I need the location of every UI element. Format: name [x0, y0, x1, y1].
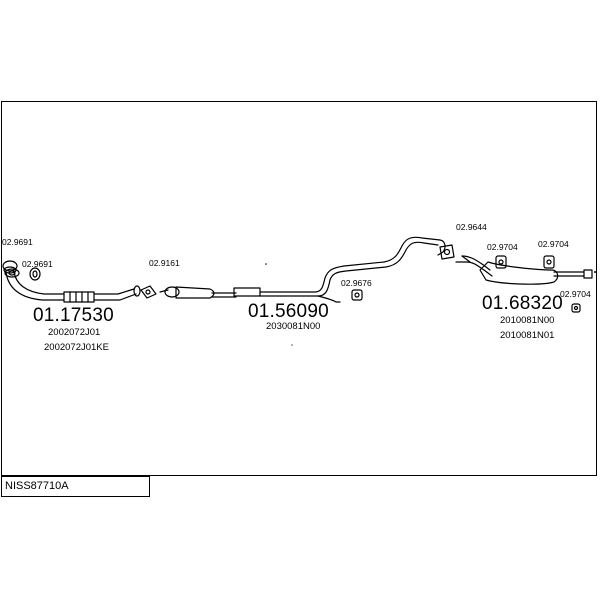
accessory-label: 02.9704: [487, 242, 518, 252]
part-reference: 2010081N00: [500, 315, 555, 326]
diagram-id: NISS87710A: [1, 476, 150, 497]
hanger-02-9704-b: [543, 255, 555, 269]
gasket-02-9161: [140, 285, 157, 299]
hanger-02-9676: [351, 289, 363, 301]
intermediate-pipe-drawing: [233, 236, 446, 303]
accessory-label: 02.9704: [560, 289, 591, 299]
part-number: 01.56090: [248, 301, 329, 322]
part-number: 01.68320: [482, 293, 563, 314]
part-reference: 2002072J01KE: [44, 342, 109, 353]
accessory-label: 02.9161: [149, 258, 180, 268]
accessory-label: 02.9676: [341, 278, 372, 288]
part-reference: 2030081N00: [266, 321, 321, 332]
gasket-02-9691-b: [29, 267, 41, 281]
part-reference: 2002072J01: [48, 327, 101, 338]
gasket-02-9691-a: [4, 268, 20, 278]
pipe-hanger: [461, 255, 471, 263]
hanger-02-9704-c: [571, 303, 581, 313]
part-number: 01.17530: [33, 305, 114, 326]
front-pipe-drawing: [2, 260, 141, 303]
reference-dot: [291, 344, 293, 346]
reference-dot: [265, 263, 267, 265]
drawing-frame: [1, 101, 597, 476]
part-reference: 2010081N01: [500, 330, 555, 341]
center-muffler-drawing: [159, 286, 237, 299]
accessory-label: 02.9644: [456, 222, 487, 232]
accessory-label: 02.9704: [538, 239, 569, 249]
gasket-02-9644: [439, 244, 455, 260]
accessory-label: 02.9691: [2, 237, 33, 247]
rear-muffler-drawing: [455, 255, 593, 285]
accessory-label: 02.9691: [22, 259, 53, 269]
hanger-02-9704-a: [495, 255, 507, 269]
